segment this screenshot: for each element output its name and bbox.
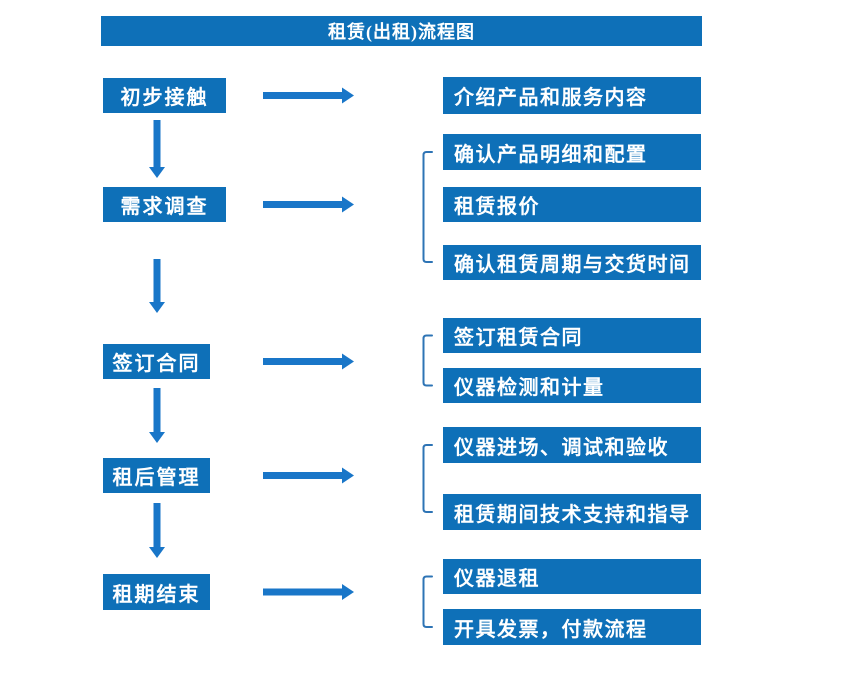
arrow-down-icon-3: [149, 388, 165, 443]
bracket-group-2: [422, 151, 433, 263]
output-box-confirm-product-details: 确认产品明细和配置: [443, 134, 701, 170]
output-box-instrument-setup-acceptance: 仪器进场、调试和验收: [443, 427, 701, 463]
output-box-invoice-payment: 开具发票，付款流程: [443, 609, 701, 645]
stage-box-contract-signing: 签订合同: [103, 344, 210, 379]
stage-box-rental-end: 租期结束: [103, 574, 210, 610]
output-box-instrument-return: 仪器退租: [443, 559, 701, 594]
arrow-down-icon-4: [149, 503, 165, 558]
arrow-down-icon-2: [149, 259, 165, 313]
output-box-confirm-rental-period: 确认租赁周期与交货时间: [443, 245, 701, 280]
output-box-instrument-testing: 仪器检测和计量: [443, 368, 701, 403]
stage-box-initial-contact: 初步接触: [103, 78, 226, 113]
output-box-rental-quote: 租赁报价: [443, 187, 701, 222]
bracket-group-3: [422, 334, 433, 387]
arrow-right-icon-row-4: [263, 467, 354, 484]
flowchart-title-bar: 租赁(出租)流程图: [101, 16, 702, 46]
arrow-down-icon-1: [149, 120, 165, 178]
stage-box-demand-survey: 需求调查: [103, 187, 226, 222]
output-box-sign-rental-contract: 签订租赁合同: [443, 318, 701, 353]
arrow-right-icon-row-1: [263, 87, 354, 104]
bracket-group-5: [422, 575, 433, 628]
output-box-introduce-products: 介绍产品和服务内容: [443, 77, 701, 114]
output-box-technical-support: 租赁期间技术支持和指导: [443, 494, 701, 530]
arrow-right-icon-row-2: [263, 196, 354, 213]
arrow-right-icon-row-5: [263, 584, 354, 600]
stage-box-post-rental-management: 租后管理: [103, 458, 210, 493]
arrow-right-icon-row-3: [263, 353, 354, 370]
bracket-group-4: [422, 444, 433, 513]
flowchart-title: 租赁(出租)流程图: [328, 22, 475, 42]
